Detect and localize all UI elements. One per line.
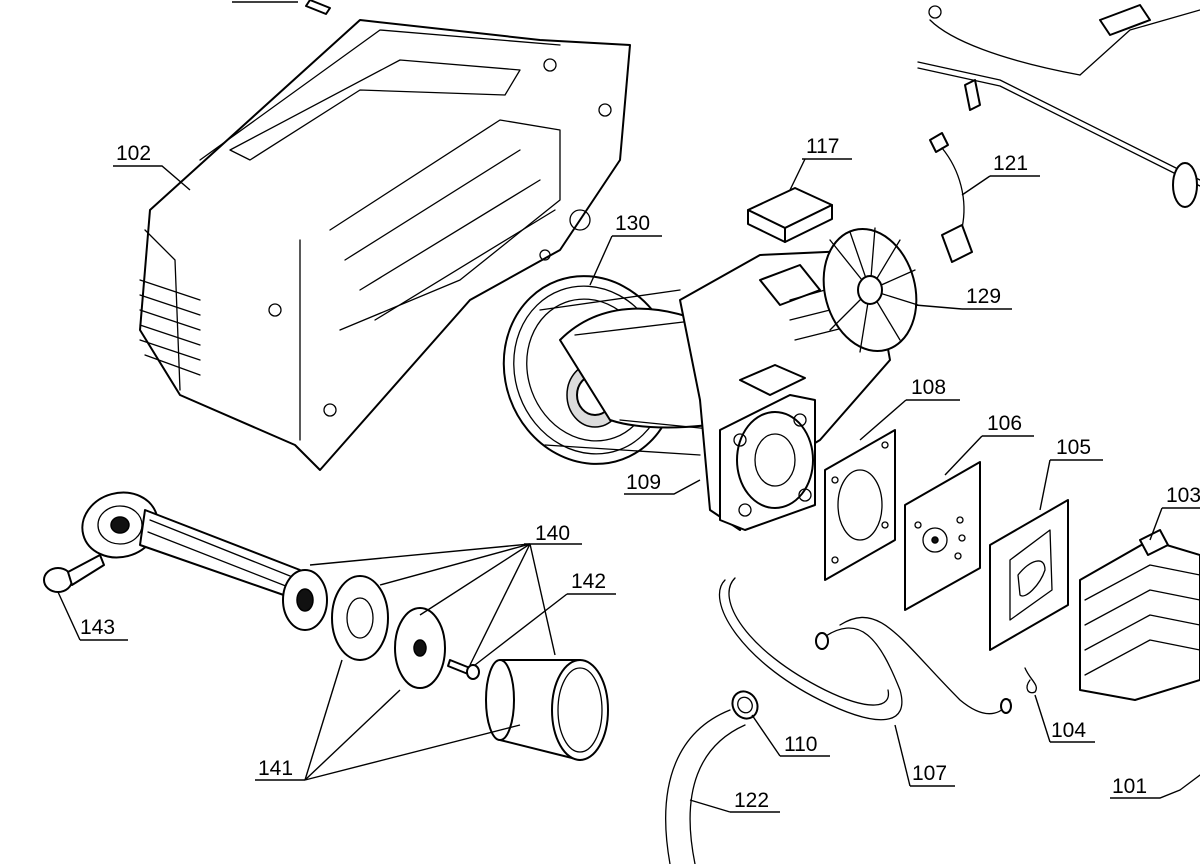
part-105-head-gasket	[989, 499, 1069, 651]
callout-labels: 102 117 121 130 129 108 106 105 103 109 …	[80, 135, 1200, 812]
housing-vent-slots	[139, 279, 201, 376]
part-106-valve-plate	[904, 461, 981, 611]
part-107-tube	[718, 577, 1012, 721]
label-104: 104	[1051, 719, 1086, 742]
top-left-partial-item	[232, 0, 331, 15]
part-129-fan	[822, 227, 919, 353]
label-106: 106	[987, 412, 1022, 435]
part-104-clip	[1024, 667, 1037, 694]
label-108: 108	[911, 376, 946, 399]
label-142: 142	[571, 570, 606, 593]
leader-lines	[57, 158, 1200, 813]
part-122-hose	[665, 709, 746, 864]
part-121-carbon-brush	[929, 132, 973, 263]
part-141-washer-set	[331, 575, 609, 761]
label-103: 103	[1166, 484, 1200, 507]
label-107: 107	[912, 762, 947, 785]
label-121: 121	[993, 152, 1028, 175]
part-143-screw	[43, 554, 105, 593]
label-122: 122	[734, 789, 769, 812]
part-103-cylinder-head	[1079, 529, 1200, 701]
wiring-harness	[917, 4, 1200, 208]
label-117: 117	[806, 135, 839, 158]
part-110-hose-clamp	[731, 690, 759, 720]
part-117-block	[747, 187, 833, 243]
label-109: 109	[626, 471, 661, 494]
part-101-edge	[1179, 774, 1200, 791]
label-102: 102	[116, 142, 151, 165]
label-130: 130	[615, 212, 650, 235]
label-129: 129	[966, 285, 1001, 308]
part-102-housing	[139, 19, 631, 471]
part-130-belt-and-pulley	[502, 275, 741, 465]
label-143: 143	[80, 616, 115, 639]
part-108-gasket	[824, 429, 896, 581]
label-140: 140	[535, 522, 570, 545]
connecting-rod	[81, 491, 328, 631]
label-105: 105	[1056, 436, 1091, 459]
label-110: 110	[784, 733, 817, 756]
label-101: 101	[1112, 775, 1147, 798]
label-141: 141	[258, 757, 293, 780]
part-142-screw	[447, 659, 480, 680]
